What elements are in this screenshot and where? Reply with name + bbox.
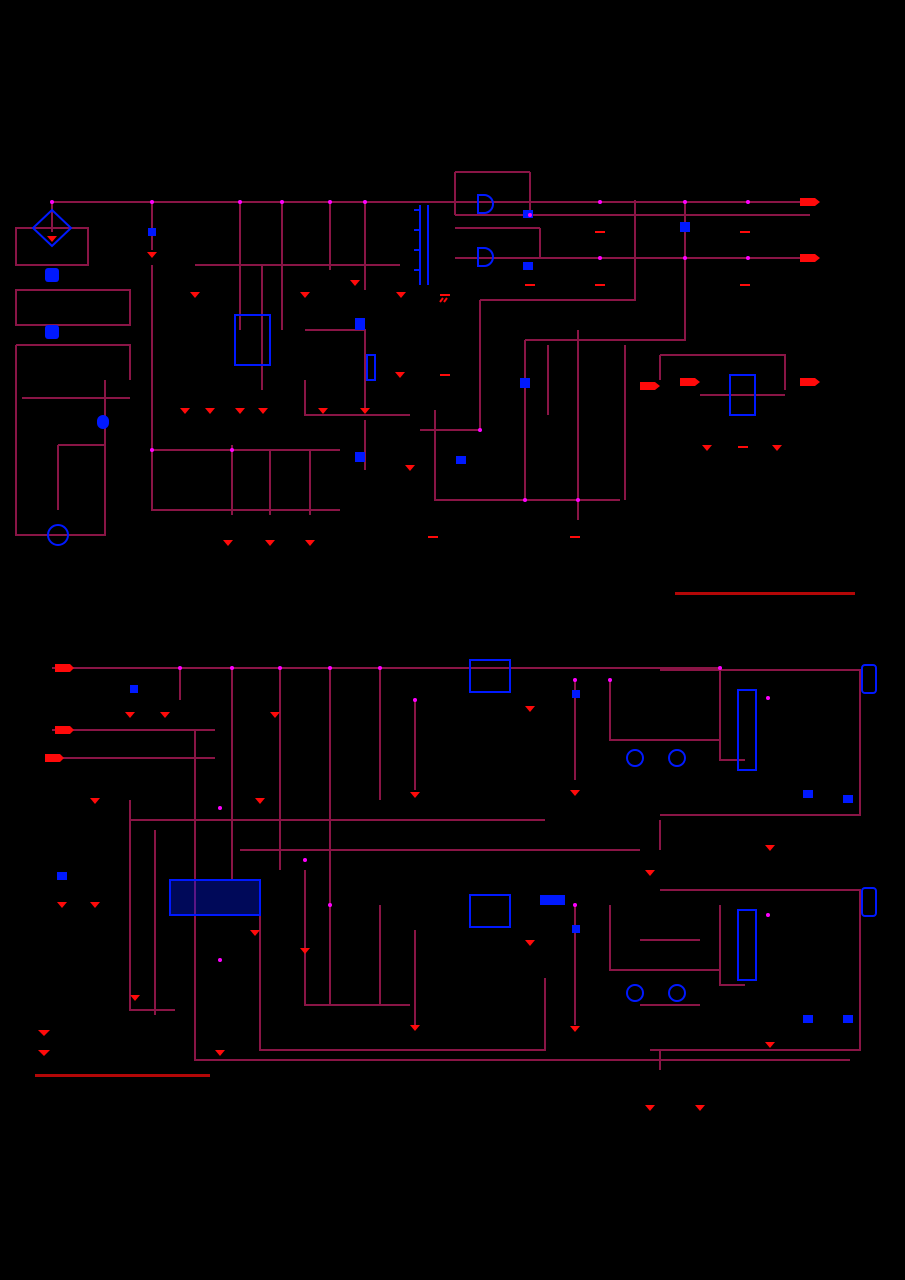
inverter-sheet	[35, 592, 877, 1111]
output-connector-2	[800, 254, 820, 262]
ground-symbols-top	[47, 231, 782, 546]
input-connector-vin	[45, 664, 74, 762]
output-connector-1	[800, 198, 820, 206]
components-top	[31, 194, 756, 546]
sheet-note-top	[675, 592, 855, 595]
components-bottom	[57, 659, 877, 1023]
sheet-note-bottom	[35, 1074, 210, 1077]
power-supply-sheet	[15, 171, 820, 546]
junction-nodes-top	[50, 200, 750, 502]
input-connector-sync	[640, 378, 820, 390]
pwm-controller-ic	[170, 880, 260, 915]
junction-nodes-bottom	[178, 666, 770, 962]
